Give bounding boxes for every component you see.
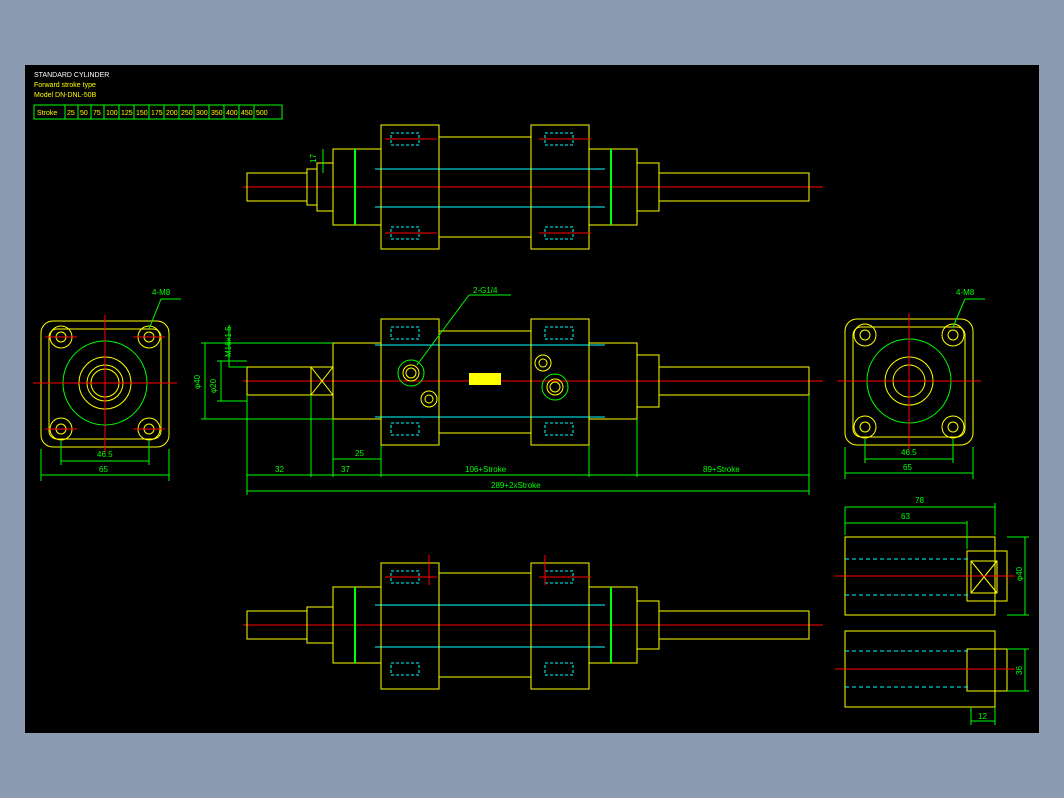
title-line1: STANDARD CYLINDER [34,72,109,79]
stroke-table-header: Stroke [37,110,57,117]
stroke-cell-value: 500 [256,110,268,117]
cad-drawing: STANDARD CYLINDER Forward stroke type Mo… [33,72,1029,725]
bottom-view [243,555,823,690]
dim-front-width: 65 [99,465,108,474]
dim-thread: M16x1.5 [224,326,233,357]
dim-acc-d40: φ40 [1015,566,1024,581]
stroke-table-frame [33,104,283,120]
stroke-cell-value: 125 [121,110,133,117]
stroke-cell-value: 25 [67,110,75,117]
dim-acc-63: 63 [901,512,910,521]
dim-rear-width: 65 [903,463,912,472]
rear-view: 4-M8 46.5 65 [837,288,985,479]
dim-rear-pitch: 46.5 [901,448,917,457]
top-rod-right [658,172,810,202]
main-rod-right [658,366,810,396]
stroke-cell-value: 400 [226,110,238,117]
top-view: 17 [243,124,823,250]
stroke-cell-value: 350 [211,110,223,117]
stroke-cell-value: 200 [166,110,178,117]
dim-l32: 32 [275,465,284,474]
main-cap-left [380,318,440,446]
dim-d40: φ40 [193,374,202,389]
stroke-cell-value: 450 [241,110,253,117]
dim-rod-len: 89+Stroke [703,465,740,474]
dim-l25: 25 [355,449,364,458]
title-block: STANDARD CYLINDER Forward stroke type Mo… [33,72,283,120]
dim-l37: 37 [341,465,350,474]
nameplate [469,373,501,385]
stroke-cell-value: 75 [93,110,101,117]
stroke-cell-value: 175 [151,110,163,117]
stroke-cell-value: 100 [106,110,118,117]
stroke-cell-value: 50 [80,110,88,117]
stroke-cell-value: 250 [181,110,193,117]
drawing-sheet: STANDARD CYLINDER Forward stroke type Mo… [25,65,1039,733]
main-view: 2-G1/4 φ40 φ20 M16x1.5 32 37 25 106+Stro… [193,286,823,495]
title-line3: Model DN-DNL-50B [34,92,97,99]
dim-d20: φ20 [209,378,218,393]
dim-acc-36: 36 [1015,666,1024,675]
stroke-cell-value: 150 [136,110,148,117]
front-view: 4-M8 46.5 65 [33,288,181,481]
dim-rear-ports: 4-M8 [956,288,975,297]
dim-front-ports: 4-M8 [152,288,171,297]
title-line2: Forward stroke type [34,82,96,89]
dim-acc-12: 12 [978,712,987,721]
stroke-cell-value: 300 [196,110,208,117]
dim-acc-78: 78 [915,496,924,505]
main-cap-right [530,318,590,446]
dim-front-pitch: 46.5 [97,450,113,459]
dim-total-len: 289+2xStroke [491,481,541,490]
dim-rod-side: 17 [309,154,318,163]
port-right [541,373,569,401]
port-left [397,359,425,387]
dim-main-ports: 2-G1/4 [473,286,498,295]
dim-body-len: 106+Stroke [465,465,507,474]
accessory-nut: 78 63 φ40 36 12 [835,496,1029,725]
